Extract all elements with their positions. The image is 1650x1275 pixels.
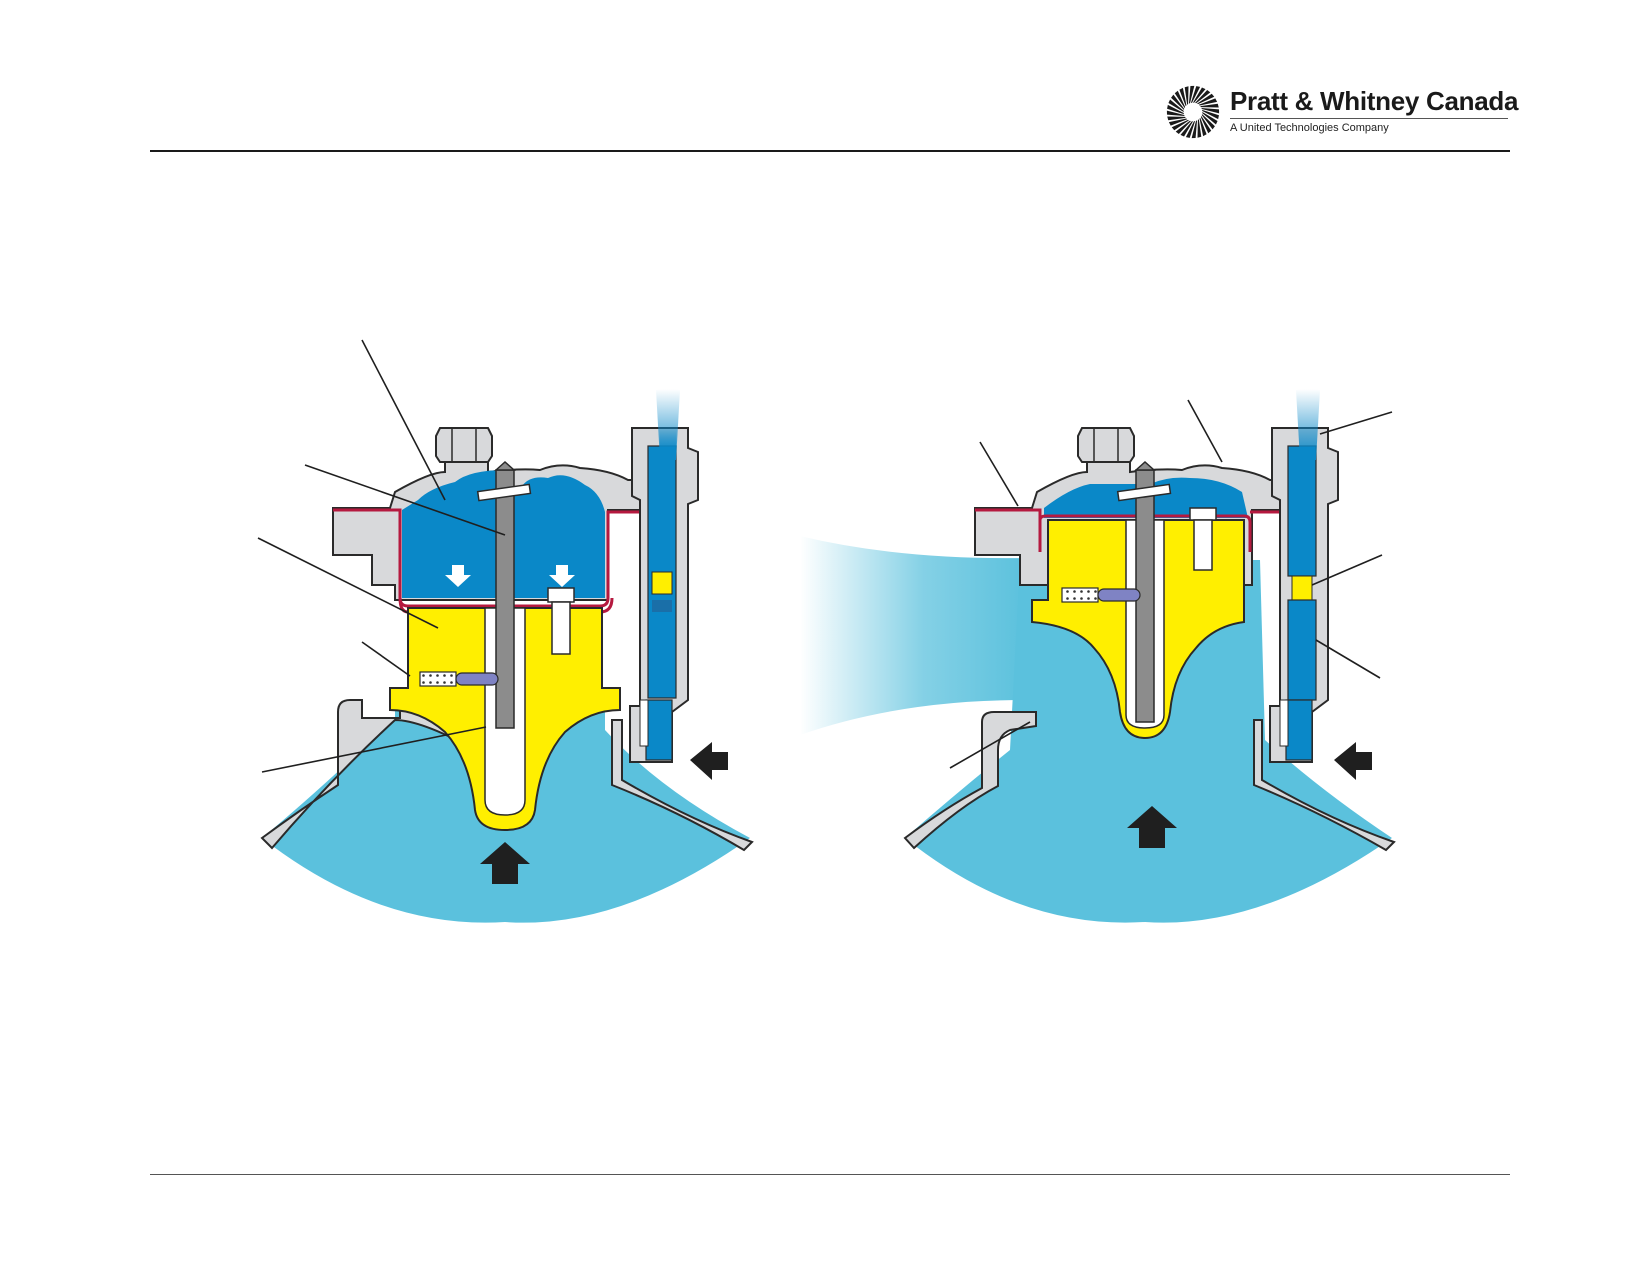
down-arrow-right [549,565,575,587]
brand-divider [1230,118,1508,119]
bleed-jet-right [1296,389,1320,460]
brand-name: Pratt & Whitney Canada [1230,86,1519,116]
lower-casing-right-open [1253,719,1396,852]
brand-header: Pratt & Whitney Canada A United Technolo… [1165,80,1518,140]
leader-lines-left [257,339,506,773]
lower-casing-right [611,719,754,852]
supply-air-chamber [262,700,750,923]
supply-inlet-arrow-left [690,742,728,780]
supply-air-chamber-open [905,560,1392,923]
supply-pressure-arrow-right [1127,806,1177,848]
retaining-bolt-open [1189,507,1217,521]
brand-tagline: A United Technologies Company [1230,122,1389,134]
down-arrow-left [445,565,471,587]
valve-open-view [903,389,1396,923]
supply-pressure-arrow-left [480,842,530,884]
spring-open [1061,587,1099,603]
supply-inlet-arrow-right [1334,742,1372,780]
guide-stem [495,469,515,729]
spring [419,671,457,687]
bleed-jet-left [656,389,680,460]
footer-rule [150,1174,1510,1175]
bleed-air-flow [800,536,1025,735]
header-rule [150,150,1510,152]
retaining-bolt [547,587,575,603]
valve-closed-view [257,339,754,923]
turbine-fan-logo-icon [1166,85,1220,139]
leader-lines-right [949,399,1393,769]
hex-bolt-cap-open [1077,427,1135,463]
hex-bolt-cap [435,427,493,463]
